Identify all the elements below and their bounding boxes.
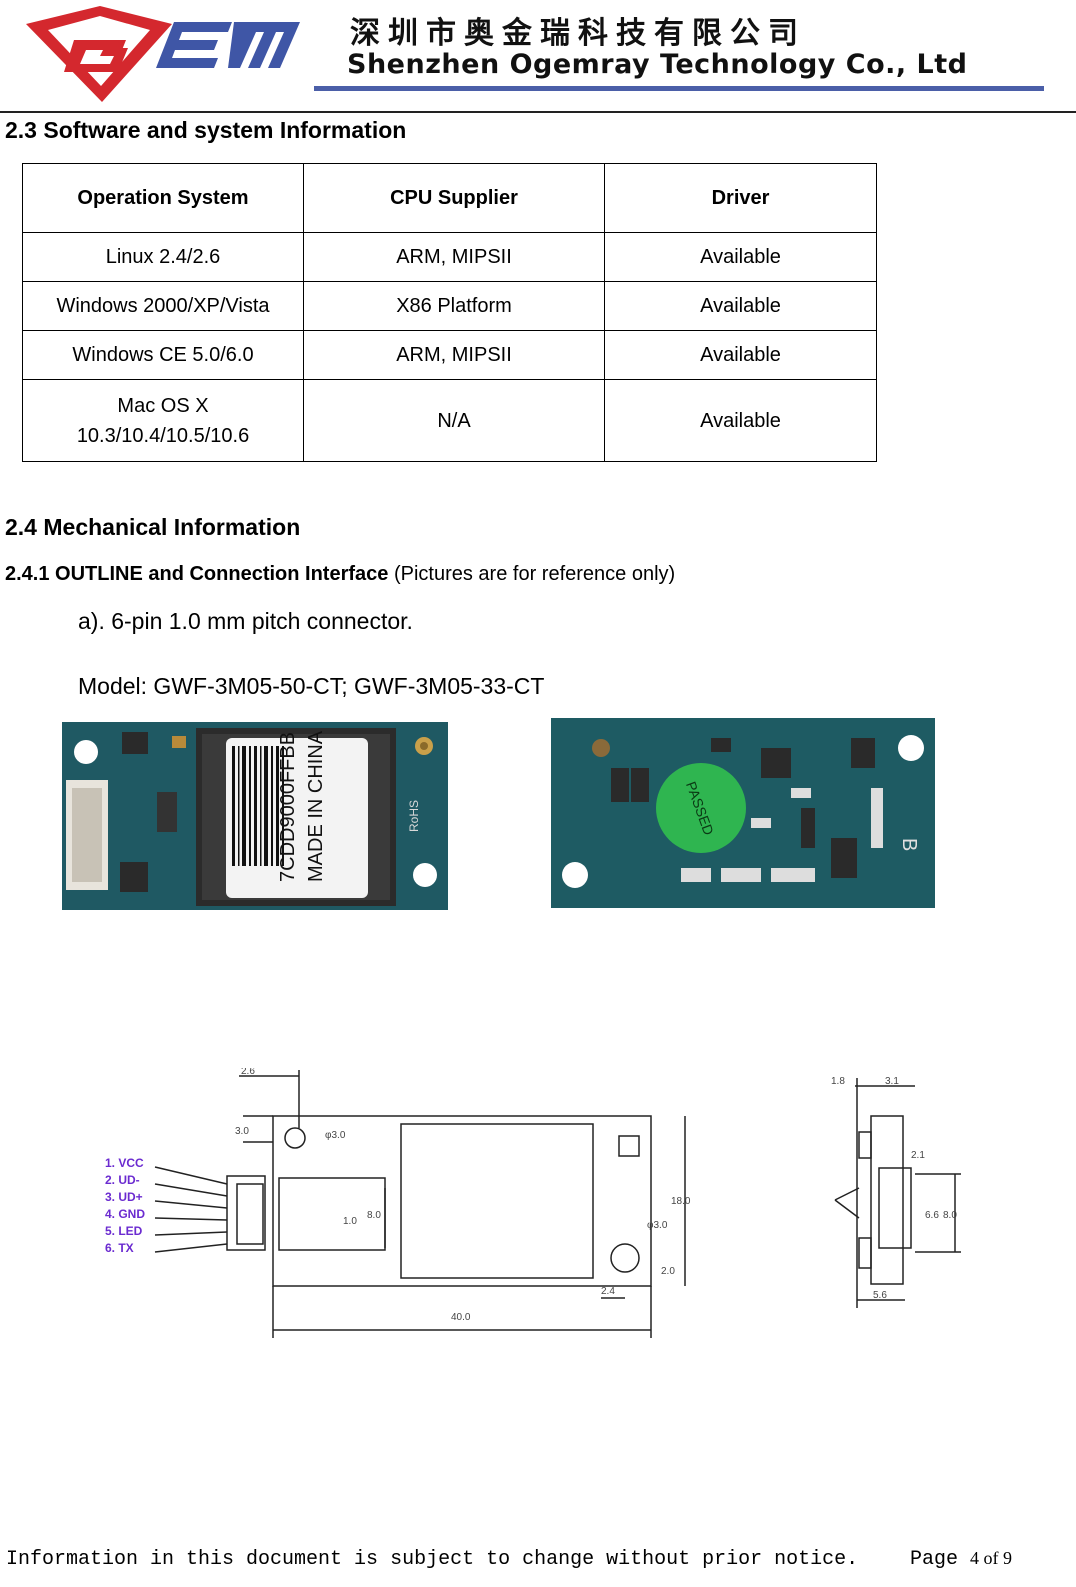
table-cell-driver: Available [604, 281, 877, 331]
module-front-photo: 7CDD9000FFBB MADE IN CHINA RoHS [62, 722, 448, 910]
section-title-2-3: 2.3 Software and system Information [5, 117, 407, 143]
table-row: Mac OS X 10.3/10.4/10.5/10.6 N/A Availab… [22, 379, 877, 462]
dim-label: 5.6 [873, 1290, 887, 1301]
table-row: Windows CE 5.0/6.0 ARM, MIPSII Available [22, 330, 877, 380]
table-header-driver: Driver [604, 163, 877, 233]
dim-label: 3.1 [885, 1076, 899, 1087]
dim-label: 2.4 [601, 1286, 615, 1297]
front-label-origin: MADE IN CHINA [305, 730, 327, 882]
table-cell-cpu: ARM, MIPSII [303, 232, 605, 282]
mechanical-drawing: 1. VCC 2. UD- 3. UD+ 4. GND 5. LED 6. TX… [95, 1066, 975, 1398]
pin-label: 6. TX [105, 1241, 134, 1255]
model-numbers: Model: GWF-3M05-50-CT; GWF-3M05-33-CT [78, 673, 545, 699]
table-cell-cpu: X86 Platform [303, 281, 605, 331]
connector-description: a). 6-pin 1.0 mm pitch connector. [78, 608, 413, 634]
footer-notice: Information in this document is subject … [6, 1548, 859, 1571]
table-row: Windows 2000/XP/Vista X86 Platform Avail… [22, 281, 877, 331]
dim-label: 3.0 [235, 1126, 249, 1137]
table-header-cpu: CPU Supplier [303, 163, 605, 233]
header-divider [0, 111, 1076, 113]
pin-label: 2. UD- [105, 1173, 140, 1187]
table-cell-driver: Available [604, 330, 877, 380]
subsection-title-note: (Pictures are for reference only) [388, 563, 676, 585]
dim-label: 2.6 [241, 1068, 255, 1077]
dim-label: 1.0 [343, 1216, 357, 1227]
table-cell-os: Mac OS X 10.3/10.4/10.5/10.6 [22, 379, 304, 462]
pin-label: 5. LED [105, 1224, 143, 1238]
table-cell-cpu: ARM, MIPSII [303, 330, 605, 380]
page-prefix: Page [910, 1548, 959, 1571]
pin-label: 3. UD+ [105, 1190, 143, 1204]
company-name-cn: 深圳市奥金瑞科技有限公司 [350, 16, 806, 51]
table-cell-driver: Available [604, 232, 877, 282]
table-header-row: Operation System CPU Supplier Driver [22, 163, 877, 233]
pin-label: 4. GND [105, 1207, 145, 1221]
table-cell-os-line1: Mac OS X [117, 394, 209, 417]
dim-label: 6.6 [925, 1210, 939, 1221]
subsection-title-2-4-1: 2.4.1 OUTLINE and Connection Interface (… [5, 563, 675, 586]
page-num: 4 of 9 [970, 1548, 1013, 1568]
gem-logo-icon [22, 2, 312, 106]
table-cell-os-line2: 10.3/10.4/10.5/10.6 [76, 424, 250, 447]
module-back-photo: PASSED B [551, 718, 935, 908]
dim-label: 8.0 [367, 1210, 381, 1221]
dim-label: φ3.0 [647, 1220, 668, 1231]
front-rohs-text: RoHS [407, 800, 421, 832]
back-marking: B [898, 838, 920, 851]
dim-label: 2.0 [661, 1266, 675, 1277]
header-accent-line [314, 86, 1044, 91]
software-info-table: Operation System CPU Supplier Driver Lin… [22, 163, 877, 462]
dim-label: φ3.0 [325, 1130, 346, 1141]
section-title-2-4: 2.4 Mechanical Information [5, 514, 301, 540]
table-cell-driver: Available [604, 379, 877, 462]
table-cell-os: Windows CE 5.0/6.0 [22, 330, 304, 380]
dim-label: 18.0 [671, 1196, 691, 1207]
company-name-en: Shenzhen Ogemray Technology Co., Ltd [347, 49, 968, 80]
table-row: Linux 2.4/2.6 ARM, MIPSII Available [22, 232, 877, 282]
table-cell-os: Windows 2000/XP/Vista [22, 281, 304, 331]
dim-label: 40.0 [451, 1312, 471, 1323]
table-cell-os: Linux 2.4/2.6 [22, 232, 304, 282]
page-number: Page 4 of 9 [910, 1548, 1012, 1571]
subsection-title-bold: 2.4.1 OUTLINE and Connection Interface [5, 563, 389, 585]
dim-label: 8.0 [943, 1210, 957, 1221]
front-label-barcode-text: 7CDD9000FFBB [277, 732, 299, 882]
pin-label: 1. VCC [105, 1156, 144, 1170]
dim-label: 2.1 [911, 1150, 925, 1161]
table-header-os: Operation System [22, 163, 304, 233]
dim-label: 1.8 [831, 1076, 845, 1087]
table-cell-cpu: N/A [303, 379, 605, 462]
